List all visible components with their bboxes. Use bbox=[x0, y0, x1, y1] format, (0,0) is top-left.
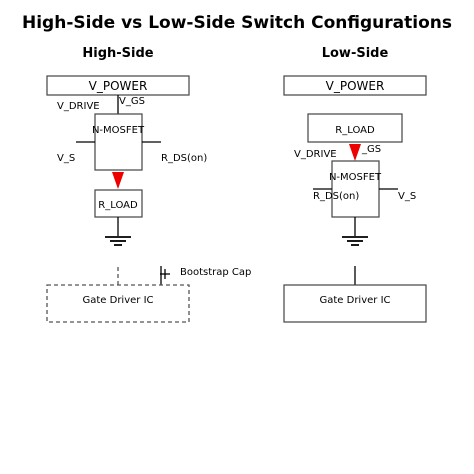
high-side-heading: High-Side bbox=[82, 46, 153, 61]
low-side-gate-driver-box bbox=[283, 284, 427, 323]
low-side-gs-label: _GS bbox=[361, 144, 381, 155]
low-side-load-label: R_LOAD bbox=[335, 125, 375, 136]
high-side-vs-label: V_S bbox=[57, 153, 75, 164]
low-side-vs-label: V_S bbox=[398, 191, 416, 202]
diagram-title: High-Side vs Low-Side Switch Configurati… bbox=[22, 13, 452, 33]
high-side-ground-icon bbox=[105, 236, 131, 246]
low-side-power-label: V_POWER bbox=[326, 79, 385, 93]
low-side-ground-icon bbox=[342, 236, 368, 246]
high-side-rds-label: R_DS(on) bbox=[161, 153, 207, 164]
low-side-panel: Low-Side V_POWER R_LOAD V_DRIVE _GS N-MO… bbox=[283, 46, 427, 323]
low-side-gate-driver-label: Gate Driver IC bbox=[319, 295, 390, 306]
high-side-load-label: R_LOAD bbox=[98, 200, 138, 211]
capacitor-icon bbox=[160, 269, 170, 279]
high-side-gate-driver-label: Gate Driver IC bbox=[82, 295, 153, 306]
high-side-panel: High-Side V_POWER V_DRIVE V_GS N-MOSFET … bbox=[46, 46, 251, 323]
high-side-bootstrap-label: Bootstrap Cap bbox=[180, 267, 251, 278]
high-side-current-arrow bbox=[112, 172, 124, 189]
low-side-mosfet-label: N-MOSFET bbox=[329, 172, 382, 183]
low-side-rds-label: R_DS(on) bbox=[313, 191, 359, 202]
high-side-mosfet-label: N-MOSFET bbox=[92, 125, 145, 136]
high-side-gs-label: V_GS bbox=[119, 96, 145, 107]
low-side-power-box bbox=[283, 75, 427, 96]
high-side-mosfet-box bbox=[94, 113, 143, 171]
low-side-heading: Low-Side bbox=[322, 46, 389, 61]
high-side-gate-driver-box bbox=[46, 284, 190, 323]
high-side-power-label: V_POWER bbox=[89, 79, 148, 93]
high-side-drive-label: V_DRIVE bbox=[57, 101, 100, 112]
low-side-mosfet-box bbox=[331, 160, 380, 218]
low-side-load-box bbox=[307, 113, 403, 143]
low-side-current-arrow bbox=[349, 144, 361, 161]
low-side-drive-label: V_DRIVE bbox=[294, 149, 337, 160]
